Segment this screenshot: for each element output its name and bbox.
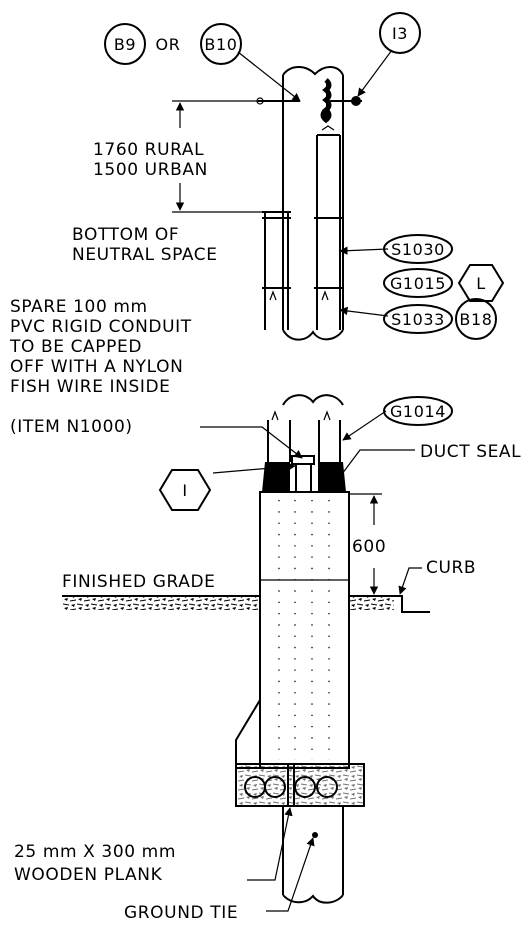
s1030-callout: S1030 xyxy=(383,234,453,264)
spare-note-line1: SPARE 100 mm xyxy=(10,297,148,317)
duct-seal-label: DUCT SEAL xyxy=(420,442,521,462)
b10-text: B10 xyxy=(204,35,237,54)
g1015-callout: G1015 xyxy=(383,268,453,298)
plank-label-line1: 25 mm X 300 mm xyxy=(14,842,176,862)
g1015-text: G1015 xyxy=(390,274,446,293)
b10-callout: B10 xyxy=(200,23,242,65)
bottom-neutral-line1: BOTTOM OF xyxy=(72,225,179,245)
bottom-neutral-line2: NEUTRAL SPACE xyxy=(72,245,218,265)
urban-label: 1500 URBAN xyxy=(93,160,208,180)
i-hexagon-callout: I xyxy=(158,469,212,511)
lower-pole xyxy=(235,394,365,904)
b9-text: B9 xyxy=(114,35,136,54)
dim-600-label: 600 xyxy=(352,537,386,557)
g1014-text: G1014 xyxy=(390,402,446,421)
b18-text: B18 xyxy=(459,310,492,329)
leader-lines xyxy=(200,49,422,912)
s1033-text: S1033 xyxy=(391,310,445,329)
g1014-callout: G1014 xyxy=(383,396,453,426)
rural-label: 1760 RURAL xyxy=(93,140,204,160)
l-text: L xyxy=(476,274,486,293)
b9-callout: B9 xyxy=(104,23,146,65)
dim-600 xyxy=(350,493,382,595)
l-hexagon-callout: L xyxy=(457,264,505,302)
ground-tie-label: GROUND TIE xyxy=(124,903,238,923)
i3-callout: I3 xyxy=(379,12,421,54)
i-text: I xyxy=(182,481,187,500)
s1030-text: S1030 xyxy=(391,240,445,259)
upper-pole xyxy=(256,66,362,341)
spare-note-line3: TO BE CAPPED xyxy=(9,337,142,357)
backfill-stipple xyxy=(278,500,330,760)
curb-label: CURB xyxy=(426,558,476,578)
plank-label-line2: WOODEN PLANK xyxy=(14,865,163,885)
spare-note-line4: OFF WITH A NYLON xyxy=(10,357,183,377)
b18-callout: B18 xyxy=(455,298,497,340)
spare-note-line5: FISH WIRE INSIDE xyxy=(10,377,171,397)
finished-grade xyxy=(62,595,430,613)
s1033-callout: S1033 xyxy=(383,304,453,334)
finished-grade-label: FINISHED GRADE xyxy=(62,572,216,592)
i3-text: I3 xyxy=(392,24,408,43)
dim-1760-1500 xyxy=(172,100,262,213)
spare-note-line6: (ITEM N1000) xyxy=(10,417,133,437)
or-text: OR xyxy=(156,35,181,54)
spare-note-line2: PVC RIGID CONDUIT xyxy=(10,317,192,337)
